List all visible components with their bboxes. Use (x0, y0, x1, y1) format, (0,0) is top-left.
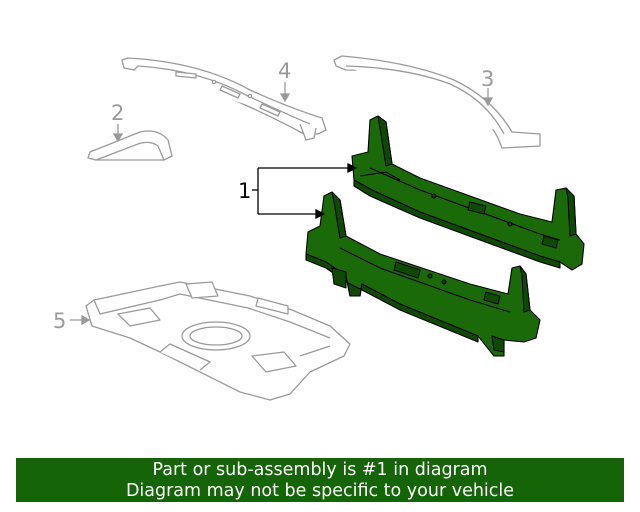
callout-5: 5 (53, 309, 66, 333)
parts-diagram: 4 3 2 5 (53, 55, 585, 401)
leader-5 (70, 314, 91, 326)
leader-1 (252, 162, 358, 220)
leader-3 (482, 88, 494, 107)
callout-1: 1 (238, 179, 251, 203)
callout-3: 3 (481, 67, 494, 91)
part-4-roof-rail (121, 57, 327, 141)
part-5-floor-pan (85, 281, 351, 401)
part-1-lower-panel (305, 191, 541, 357)
callout-4: 4 (278, 59, 291, 83)
banner-line-1: Part or sub-assembly is #1 in diagram (152, 460, 488, 480)
callout-2: 2 (111, 101, 124, 125)
leader-2 (112, 124, 124, 143)
banner-line-2: Diagram may not be specific to your vehi… (125, 481, 515, 501)
part-2-bracket (87, 130, 173, 161)
leader-4 (279, 82, 291, 103)
part-3-side-rail (333, 55, 541, 149)
part-1-upper-panel (351, 115, 585, 271)
info-banner: Part or sub-assembly is #1 in diagram Di… (16, 458, 624, 502)
